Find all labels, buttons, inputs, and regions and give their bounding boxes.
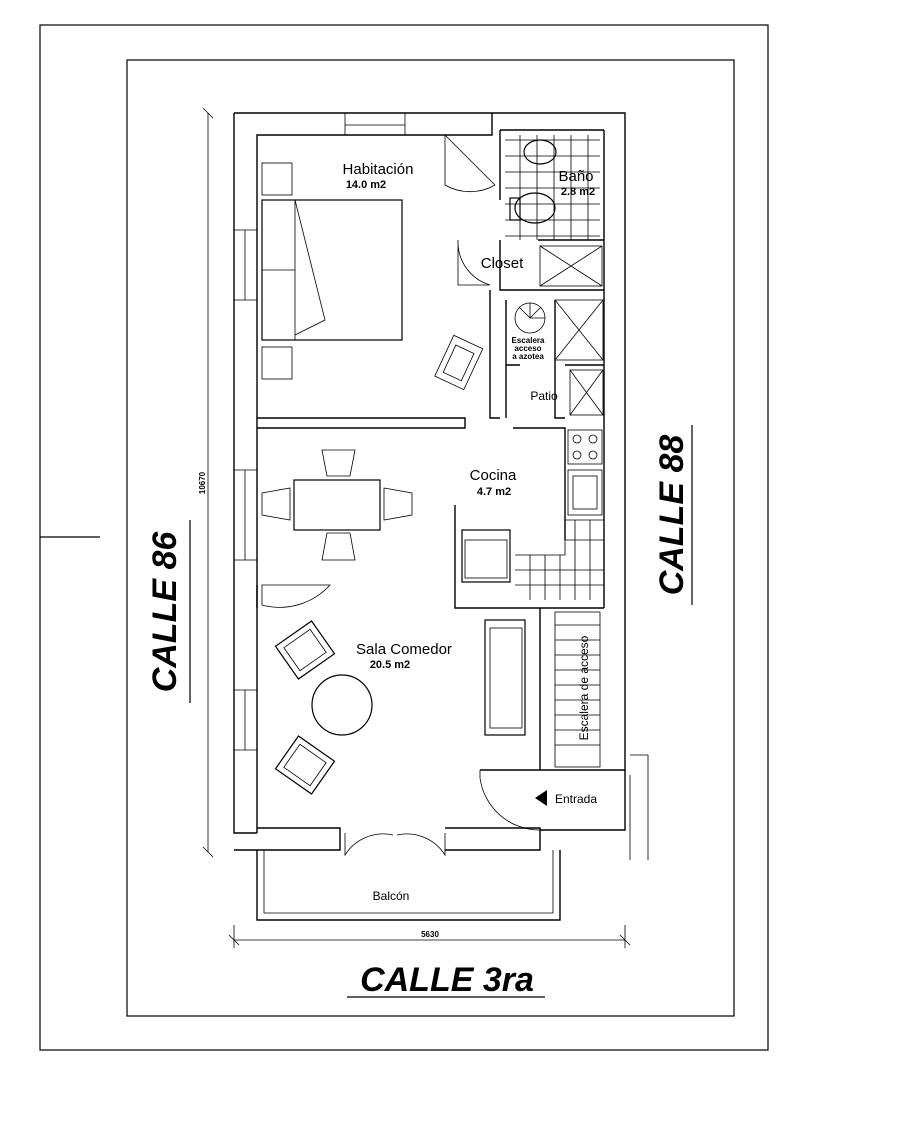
exterior-walls — [233, 112, 626, 851]
access-stair — [554, 611, 601, 768]
entrance-arrow-icon — [535, 790, 547, 806]
right-entry-lines — [629, 754, 649, 860]
area-habitacion: 14.0 m2 — [346, 179, 386, 191]
dimension-width: 5630 — [421, 930, 439, 939]
interior-walls — [256, 129, 625, 771]
area-bano: 2.8 m2 — [561, 186, 595, 198]
spiral-stair — [514, 302, 546, 334]
living-furniture — [274, 619, 526, 795]
bed — [261, 162, 403, 380]
label-sala: Sala Comedor — [356, 641, 452, 658]
label-escalera-acceso: Escalera de acceso — [577, 635, 591, 740]
label-entrada: Entrada — [555, 792, 597, 806]
label-patio: Patio — [530, 389, 558, 403]
label-escalera-azotea-3: a azotea — [512, 352, 544, 361]
label-escalera-azotea-1: Escalera — [512, 336, 545, 345]
armchair-bedroom — [434, 334, 484, 391]
shelves — [539, 245, 604, 416]
inner-frame — [126, 59, 735, 1017]
balcony — [256, 850, 561, 921]
street-right: CALLE 88 — [653, 435, 691, 596]
dimension-height: 10670 — [198, 471, 207, 494]
street-left: CALLE 86 — [146, 531, 184, 693]
label-closet: Closet — [481, 255, 524, 272]
dining-table — [261, 449, 413, 561]
dimension-lines — [202, 107, 631, 948]
area-sala: 20.5 m2 — [370, 659, 410, 671]
area-cocina: 4.7 m2 — [477, 486, 511, 498]
kitchen-appliances — [461, 429, 604, 600]
street-bottom: CALLE 3ra — [360, 961, 534, 999]
bathroom-tiles — [505, 135, 600, 240]
label-habitacion: Habitación — [343, 161, 414, 178]
label-escalera-azotea-2: acceso — [514, 344, 541, 353]
label-balcon: Balcón — [373, 889, 410, 903]
doors — [261, 134, 541, 857]
label-bano: Baño — [558, 168, 593, 185]
label-cocina: Cocina — [470, 467, 517, 484]
